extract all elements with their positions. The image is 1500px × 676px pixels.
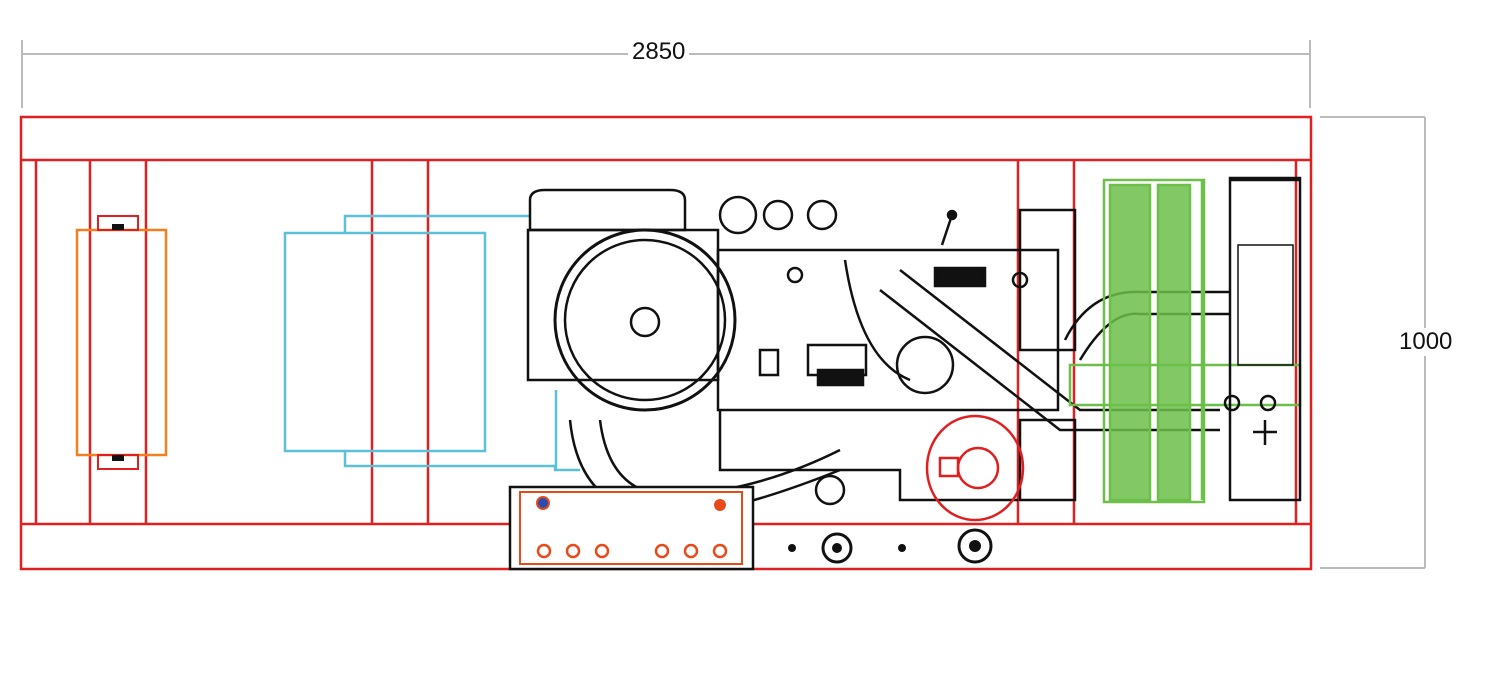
engine: [526, 188, 1230, 517]
width-dimension-label: 2850: [628, 38, 690, 66]
fuel-tank: [75, 215, 168, 470]
radiator: [1068, 178, 1302, 504]
alternator: [283, 214, 580, 472]
oil-filter: [925, 414, 1025, 522]
height-dimension-label: 1000: [1395, 328, 1457, 356]
mounting-holes: [788, 528, 993, 564]
fan-guard: [1223, 176, 1302, 502]
battery: [508, 485, 755, 571]
